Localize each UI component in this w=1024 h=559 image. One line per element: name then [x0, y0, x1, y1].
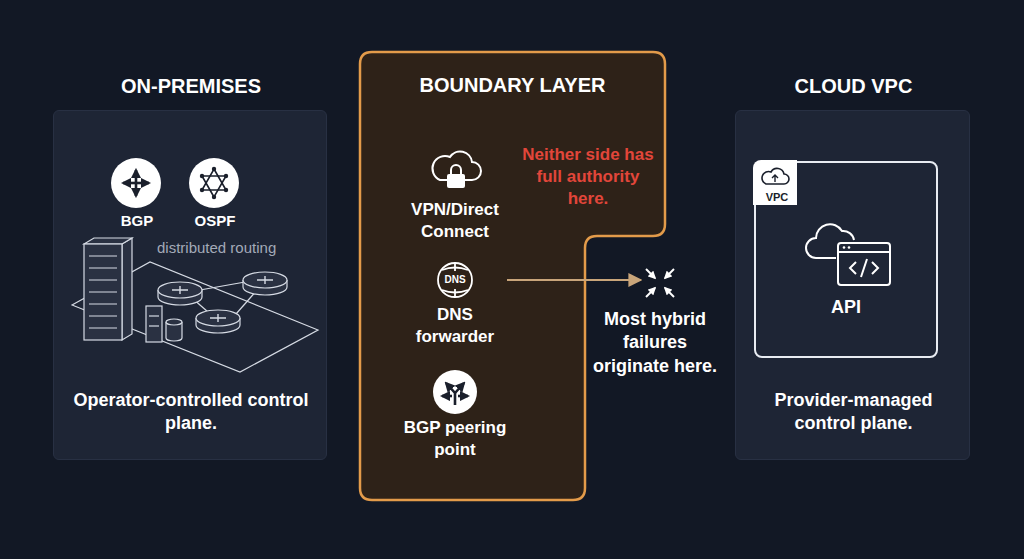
- component-label: DNS forwarder: [405, 304, 505, 348]
- bgp-icon: [111, 158, 161, 208]
- icon-label: OSPF: [180, 211, 250, 231]
- network-note: distributed routing: [157, 239, 276, 257]
- boundary-component: BGP peering point: [400, 368, 510, 469]
- column-heading: ON-PREMISES: [34, 73, 348, 99]
- failure-burst-icon: [646, 269, 674, 297]
- icon-label: BGP: [102, 211, 172, 231]
- boundary-layer-region: BOUNDARY LAYER Neither side has full auth…: [360, 52, 665, 500]
- warning-note: Neither side has full authority here.: [516, 144, 660, 210]
- vpc-badge-label: VPC: [756, 190, 798, 204]
- icon-glyph-label: DNS: [443, 274, 466, 286]
- vpc-box: VPC API: [754, 161, 938, 358]
- component-label: BGP peering point: [400, 417, 510, 461]
- api-cloud-browser-icon: [806, 224, 890, 285]
- vpc-badge: [753, 160, 797, 205]
- network-illustration: [72, 238, 318, 372]
- connector-arrow: [507, 279, 641, 281]
- callout-text: Most hybrid failures originate here.: [590, 308, 720, 378]
- protocol-icon: OSPF: [180, 157, 250, 239]
- component-label: VPN/Direct Connect: [400, 199, 510, 243]
- panel-caption: Operator-controlled control plane.: [64, 389, 318, 436]
- column-heading: BOUNDARY LAYER: [360, 72, 665, 98]
- dns-globe-icon: [438, 263, 472, 297]
- panel-caption: Provider-managed control plane.: [746, 389, 961, 436]
- boundary-component: VPN/Direct Connect: [400, 143, 510, 251]
- protocol-icon: BGP: [102, 157, 172, 239]
- failure-callout: Most hybrid failures originate here.: [590, 262, 720, 404]
- cloud-vpc-panel: CLOUD VPCProvider-managed control plane.…: [735, 110, 970, 460]
- boundary-outline: [360, 52, 665, 500]
- column-heading: CLOUD VPC: [716, 73, 991, 99]
- bgp-peering-icon: [433, 370, 477, 414]
- on-premises-panel: ON-PREMISESOperator-controlled control p…: [53, 110, 327, 460]
- ospf-icon: [189, 158, 239, 208]
- service-label: API: [756, 296, 936, 319]
- vpn-cloud-lock-icon: [432, 151, 481, 188]
